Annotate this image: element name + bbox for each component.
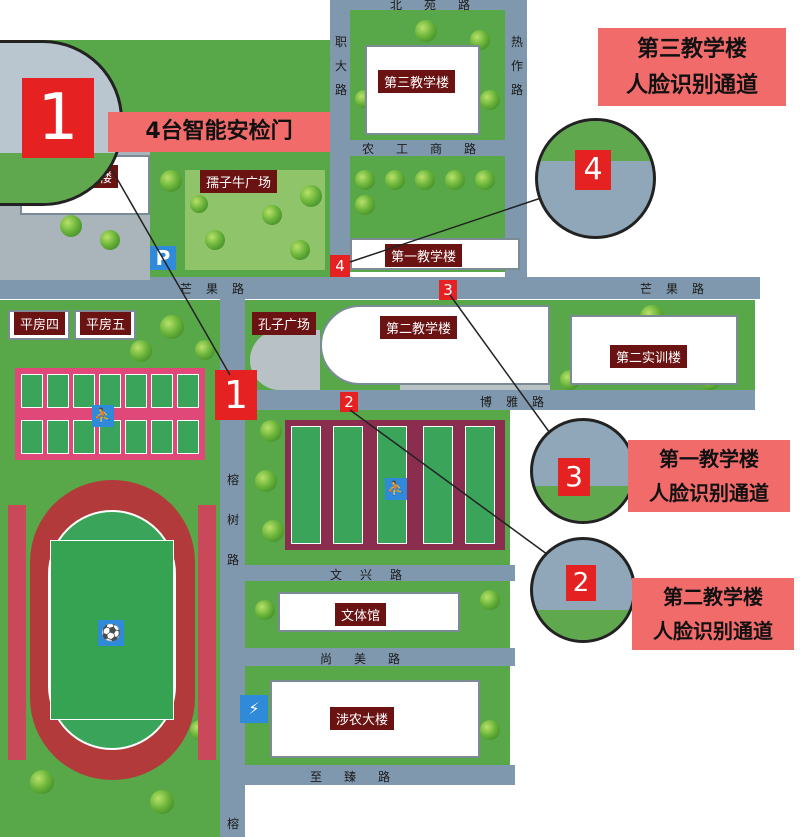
road-beiyuan	[340, 0, 520, 10]
track-straight-left	[8, 505, 26, 760]
road-label-mangguo-east: 芒果路	[640, 282, 719, 296]
callout-gate-count: 4台智能安检门	[108, 112, 330, 152]
zoom-marker-1: 1	[22, 78, 94, 158]
tree	[130, 340, 152, 362]
training-building-label: 第二实训楼	[610, 345, 688, 368]
road-label-zhiyuan: 职大路	[334, 35, 347, 97]
tree	[60, 215, 82, 237]
tree	[195, 340, 215, 360]
tennis-courts	[15, 368, 205, 460]
tree	[190, 195, 208, 213]
basketball-icon: ⛹	[385, 478, 407, 500]
tree	[480, 90, 500, 110]
callout-first-line1: 第一教学楼	[659, 447, 759, 471]
tree	[262, 520, 284, 542]
third-building-label: 第三教学楼	[378, 70, 456, 93]
road-label-rongshu: 榕树路	[226, 473, 239, 567]
gym-label: 文体馆	[335, 603, 387, 626]
football-icon: ⚽	[98, 620, 124, 646]
road-boya	[245, 390, 755, 410]
zoom-bubble-2	[530, 537, 636, 643]
shenong-label: 涉农大楼	[330, 707, 395, 730]
road-label-mangguo: 芒果路	[180, 282, 259, 296]
road-shangmei	[245, 648, 515, 666]
track-straight-right	[198, 505, 216, 760]
tree	[445, 170, 465, 190]
tree	[160, 315, 184, 339]
callout-first-building: 第一教学楼 人脸识别通道	[628, 440, 790, 512]
tree	[475, 170, 495, 190]
callout-second-line2: 人脸识别通道	[653, 619, 773, 643]
zoom-marker-4: 4	[575, 150, 611, 190]
first-building-label: 第一教学楼	[385, 244, 463, 267]
tree	[415, 20, 437, 42]
zoom-marker-3: 3	[558, 458, 590, 496]
marker-1[interactable]: 1	[215, 370, 257, 420]
tree	[30, 770, 54, 794]
road-label-nonggong: 农工商路	[362, 142, 499, 156]
confucius-plaza-label: 孔子广场	[252, 312, 317, 335]
tree	[290, 240, 310, 260]
road-label-wenxing: 文兴路	[330, 568, 421, 582]
road-label-shangmei: 尚美路	[320, 652, 423, 666]
tree	[260, 420, 282, 442]
confucius-plaza-area	[250, 330, 320, 390]
tree	[160, 170, 182, 192]
tree	[480, 590, 500, 610]
callout-third-line2: 人脸识别通道	[625, 73, 758, 98]
zoom-marker-2: 2	[566, 565, 596, 601]
road-label-beiyuan: 北苑路	[390, 0, 493, 12]
house-four-label: 平房四	[14, 312, 66, 335]
callout-second-building: 第二教学楼 人脸识别通道	[632, 578, 794, 650]
road-label-rezuo: 热作路	[510, 35, 523, 97]
road-label-zhishan: 至臻路	[310, 770, 413, 784]
tree	[205, 230, 225, 250]
road-zhishan	[245, 765, 515, 785]
ev-charging-icon: ⚡	[240, 695, 268, 723]
road-label-boya: 博雅路	[480, 395, 559, 409]
road-nonggong	[340, 140, 520, 156]
callout-third-line1: 第三教学楼	[636, 37, 747, 62]
house-five-label: 平房五	[80, 312, 132, 335]
marker-2[interactable]: 2	[340, 392, 358, 412]
road-zhiyuan	[330, 0, 350, 277]
tree	[255, 470, 277, 492]
basketball-icon: ⛹	[92, 405, 114, 427]
road-mangguo	[0, 277, 760, 299]
marker-4[interactable]: 4	[330, 255, 350, 277]
road-wenxing	[245, 565, 515, 581]
tree	[355, 195, 375, 215]
tree	[150, 790, 174, 814]
callout-first-line2: 人脸识别通道	[649, 481, 769, 505]
callout-second-line1: 第二教学楼	[663, 585, 763, 609]
marker-3[interactable]: 3	[439, 280, 457, 300]
road-label-rong-bottom: 榕	[226, 817, 239, 831]
ruzi-plaza-label: 孺子牛广场	[200, 170, 278, 193]
tree	[415, 170, 435, 190]
tree	[255, 600, 275, 620]
tree	[355, 170, 375, 190]
tree	[300, 185, 322, 207]
tree	[385, 170, 405, 190]
tree	[262, 205, 282, 225]
callout-third-building: 第三教学楼 人脸识别通道	[598, 28, 786, 106]
second-building-label: 第二教学楼	[380, 316, 458, 339]
tree	[480, 720, 500, 740]
tree	[100, 230, 120, 250]
